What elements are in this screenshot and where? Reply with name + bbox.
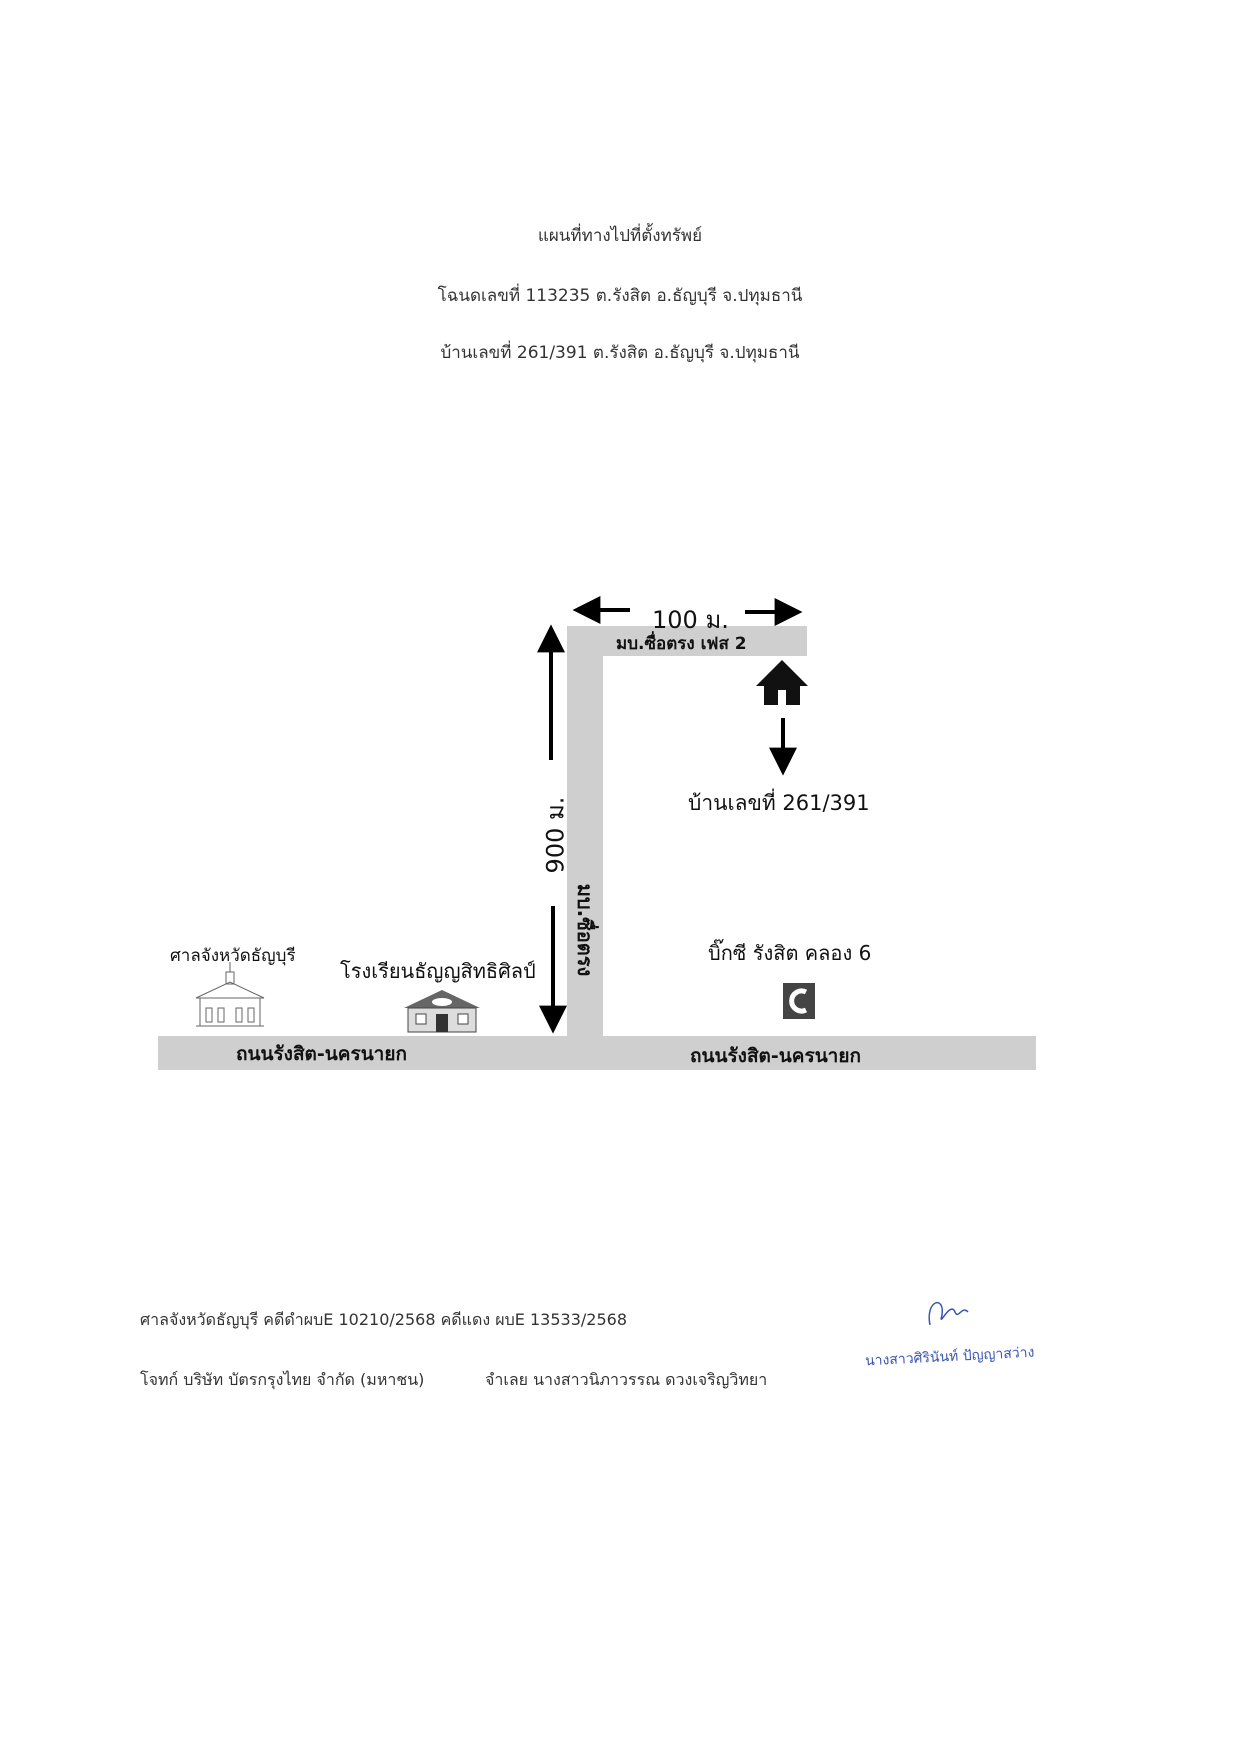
main-road-label-left: ถนนรังสิต-นครนายก — [236, 1043, 407, 1065]
court-building-icon — [195, 962, 265, 1027]
plaintiff-line: โจทก์ บริษัท บัตรกรุงไทย จำกัด (มหาชน) — [140, 1370, 425, 1389]
school-label: โรงเรียนธัญญสิทธิศิลป์ — [340, 959, 536, 983]
distance-top-label: 100 ม. — [652, 606, 729, 634]
village-road — [567, 626, 807, 656]
main-road-label-right: ถนนรังสิต-นครนายก — [690, 1045, 861, 1067]
bigc-label: บิ๊กซี รังสิต คลอง 6 — [708, 941, 872, 965]
defendant-line: จำเลย นางสาวนิภาวรรณ ดวงเจริญวิทยา — [485, 1370, 768, 1389]
school-building-icon — [404, 990, 480, 1033]
village-road-label: มบ.ซื่อตรง เฟส 2 — [616, 634, 747, 654]
case-line: ศาลจังหวัดธัญบุรี คดีดำผบE 10210/2568 คด… — [140, 1310, 628, 1329]
side-road — [567, 626, 603, 1070]
court-label: ศาลจังหวัดธัญบุรี — [170, 946, 296, 966]
distance-side-label: 900 ม. — [541, 796, 570, 874]
house-icon — [756, 660, 808, 705]
deed-line: โฉนดเลขที่ 113235 ต.รังสิต อ.ธัญบุรี จ.ป… — [437, 286, 803, 306]
bigc-logo-icon — [783, 983, 815, 1019]
signature-scribble — [928, 1301, 969, 1326]
house-line: บ้านเลขที่ 261/391 ต.รังสิต อ.ธัญบุรี จ.… — [440, 343, 800, 363]
house-number-label: บ้านเลขที่ 261/391 — [688, 791, 870, 815]
page-title: แผนที่ทางไปที่ตั้งทรัพย์ — [537, 226, 703, 246]
